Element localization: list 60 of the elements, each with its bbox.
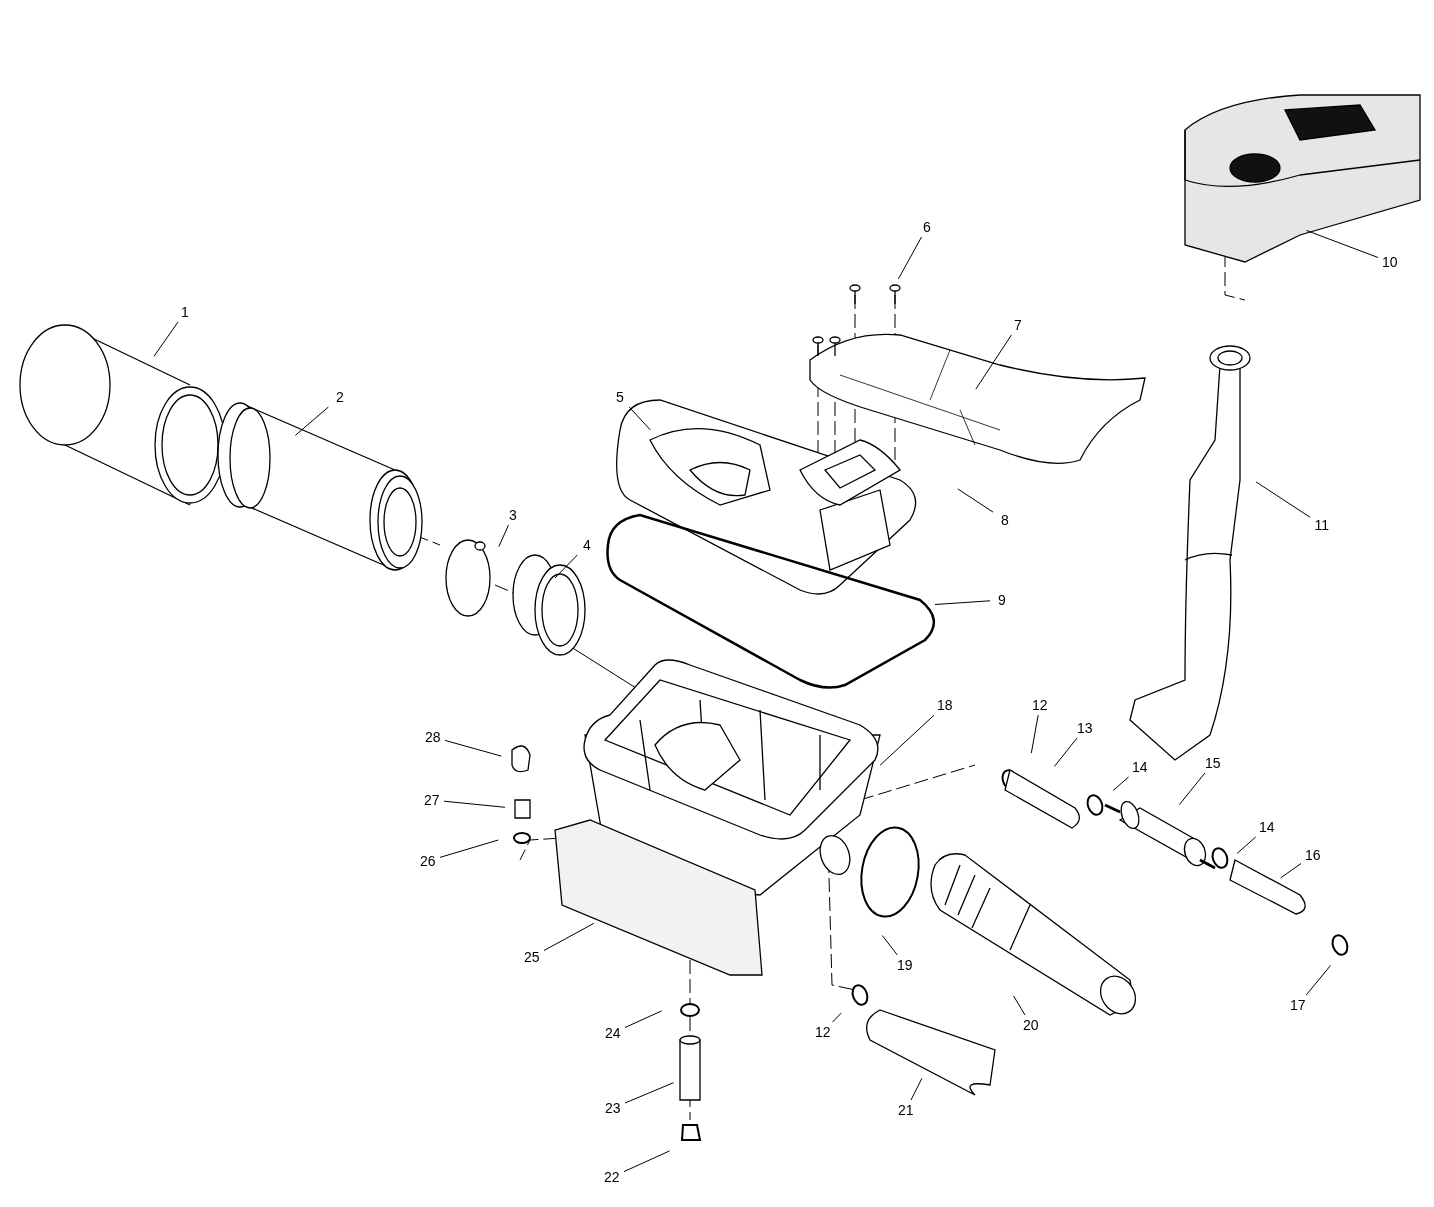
callout-number: 8	[1001, 512, 1009, 528]
callout-number: 13	[1077, 720, 1093, 736]
leader-line	[443, 800, 506, 808]
leader-line	[153, 321, 179, 357]
callout-number: 23	[605, 1100, 621, 1116]
callout-number: 14	[1132, 759, 1148, 775]
callout-number: 26	[420, 853, 436, 869]
leader-line	[623, 1150, 671, 1173]
leader-line	[897, 236, 922, 280]
callout-number: 21	[898, 1102, 914, 1118]
leader-line	[1178, 772, 1206, 806]
leader-line	[1013, 995, 1026, 1016]
callout-number: 28	[425, 729, 441, 745]
leader-line	[1255, 481, 1311, 518]
leader-line	[1053, 737, 1078, 767]
callout-number: 22	[604, 1169, 620, 1185]
leader-line	[439, 839, 499, 858]
callout-number: 9	[998, 592, 1006, 608]
leader-line	[934, 600, 991, 605]
callout-number: 19	[897, 957, 913, 973]
callout-number: 2	[336, 389, 344, 405]
callout-number: 12	[1032, 697, 1048, 713]
callout-number: 17	[1290, 997, 1306, 1013]
leader-line	[1306, 230, 1379, 258]
leader-line	[910, 1077, 923, 1101]
leader-line	[1030, 714, 1039, 754]
callout-number: 20	[1023, 1017, 1039, 1033]
callout-number: 24	[605, 1025, 621, 1041]
leader-line	[628, 406, 651, 431]
callout-number: 15	[1205, 755, 1221, 771]
callout-number: 10	[1382, 254, 1398, 270]
callout-number: 1	[181, 304, 189, 320]
callout-number: 11	[1314, 517, 1330, 533]
leader-line	[498, 524, 509, 548]
leader-line	[881, 935, 898, 956]
callout-number: 18	[937, 697, 953, 713]
leader-line	[624, 1010, 663, 1028]
callout-number: 5	[616, 389, 624, 405]
callout-number: 16	[1305, 847, 1321, 863]
leader-line	[624, 1082, 674, 1104]
callout-number: 12	[815, 1024, 831, 1040]
leader-line	[1280, 863, 1302, 879]
leader-line	[543, 922, 595, 951]
leader-line	[1236, 836, 1257, 854]
leader-line	[1305, 964, 1332, 996]
leader-line	[975, 334, 1012, 390]
leader-line	[294, 406, 329, 436]
leader-line	[879, 714, 935, 766]
callout-number: 14	[1259, 819, 1275, 835]
leader-line	[957, 488, 994, 513]
leader-line	[832, 1012, 842, 1023]
callout-number: 3	[509, 507, 517, 523]
callout-number: 4	[583, 537, 591, 553]
leader-line	[1112, 776, 1130, 791]
leader-line	[444, 739, 502, 757]
callout-number: 27	[424, 792, 440, 808]
callout-number: 7	[1014, 317, 1022, 333]
callout-number: 25	[524, 949, 540, 965]
callout-number: 6	[923, 219, 931, 235]
leader-line	[554, 554, 578, 579]
